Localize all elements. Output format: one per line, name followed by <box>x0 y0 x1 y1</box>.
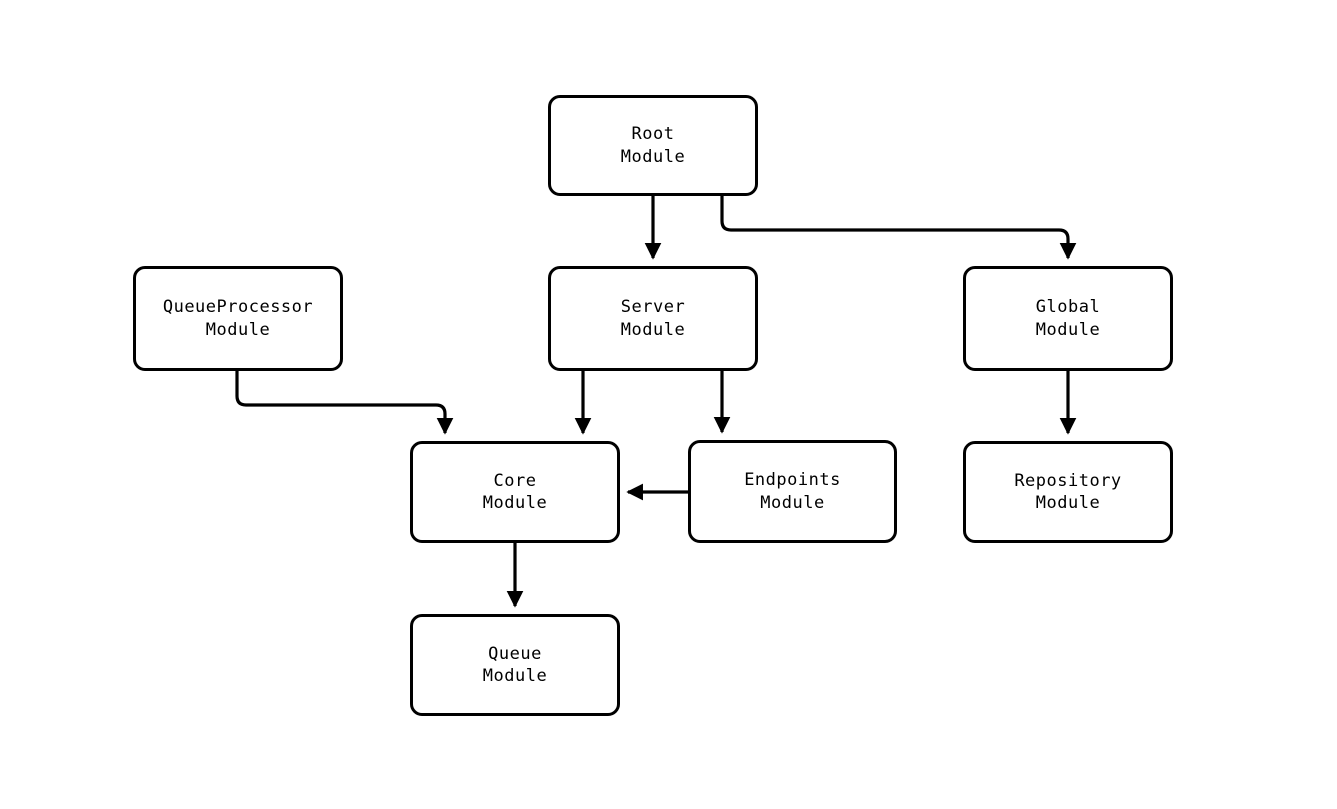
node-core[interactable]: Core Module <box>410 441 620 543</box>
node-label-queueprocessor: QueueProcessor Module <box>162 297 314 340</box>
node-root[interactable]: Root Module <box>548 95 758 196</box>
node-global[interactable]: Global Module <box>963 266 1173 371</box>
node-repository[interactable]: Repository Module <box>963 441 1173 543</box>
node-endpoints[interactable]: Endpoints Module <box>688 440 897 543</box>
node-label-repository: Repository Module <box>1014 470 1122 513</box>
node-queueprocessor[interactable]: QueueProcessor Module <box>133 266 343 371</box>
node-label-queue: Queue Module <box>482 643 548 686</box>
node-label-server: Server Module <box>620 297 686 340</box>
node-server[interactable]: Server Module <box>548 266 758 371</box>
edge-queueprocessor-core <box>235 371 454 435</box>
node-label-global: Global Module <box>1035 297 1101 340</box>
node-label-core: Core Module <box>482 470 548 513</box>
node-label-endpoints: Endpoints Module <box>744 470 841 513</box>
edge-root-global <box>720 196 1077 260</box>
node-label-root: Root Module <box>620 124 686 167</box>
node-queue[interactable]: Queue Module <box>410 614 620 716</box>
